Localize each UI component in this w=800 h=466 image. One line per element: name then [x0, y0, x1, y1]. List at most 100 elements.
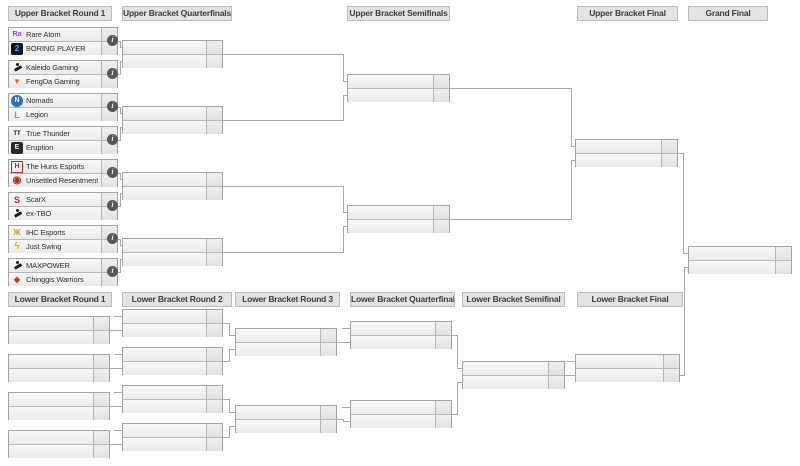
empty-team-row — [9, 393, 109, 407]
team-name-link[interactable]: Chinggis Warriors — [26, 275, 84, 284]
connector-line — [120, 61, 121, 75]
round-header-lb_sf: Lower Bracket Semifinal — [462, 292, 565, 307]
drop-stub-line — [567, 361, 575, 362]
team-name-link[interactable]: FengDa Gaming — [26, 77, 80, 86]
team-name-link[interactable]: BORING PLAYER — [26, 44, 86, 53]
drop-stub-line — [342, 328, 350, 329]
connector-line — [223, 54, 343, 55]
connector-line — [229, 323, 230, 336]
drop-stub-line — [114, 316, 122, 317]
connector-line — [223, 252, 343, 253]
team-row: Ж IHC Esports — [9, 226, 117, 240]
connector-line — [223, 437, 229, 438]
connector-line — [223, 120, 343, 121]
score-cell — [93, 355, 109, 368]
lb_r1-match-1 — [8, 316, 110, 344]
connector-line — [683, 253, 688, 254]
empty-team-row — [576, 140, 677, 154]
team-name-link[interactable]: Nomads — [26, 96, 54, 105]
score-cell — [775, 247, 791, 260]
team-name-link[interactable]: MAXPOWER — [26, 261, 70, 270]
team-name-link[interactable]: True Thunder — [26, 129, 70, 138]
empty-team-row — [123, 400, 222, 413]
match-info-icon[interactable]: i — [107, 134, 118, 145]
connector-line — [118, 272, 120, 273]
match-info-icon[interactable]: i — [107, 200, 118, 211]
connector-line — [343, 54, 344, 82]
connector-line — [343, 226, 344, 253]
match-info-icon[interactable]: i — [107, 35, 118, 46]
ub_qf-match-1 — [122, 40, 223, 68]
lb_r2-match-4 — [122, 423, 223, 451]
team-name-link[interactable]: IHC Esports — [26, 228, 66, 237]
kaleido-gaming-logo — [11, 62, 23, 74]
connector-line — [229, 399, 230, 413]
match-info-icon[interactable]: i — [107, 233, 118, 244]
legion-logo: L — [14, 109, 20, 120]
score-cell — [93, 393, 109, 406]
ub_qf-match-3 — [122, 172, 223, 200]
connector-line — [118, 107, 120, 108]
empty-team-row — [123, 239, 222, 253]
lb_r1-match-3 — [8, 392, 110, 420]
score-cell — [320, 343, 336, 356]
connector-line — [683, 153, 684, 254]
team-name-link[interactable]: ScarX — [26, 195, 46, 204]
match-info-icon[interactable]: i — [107, 266, 118, 277]
connector-line — [118, 206, 120, 207]
drop-stub-line — [114, 392, 122, 393]
ub_r1-match-2: Kaleido Gaming▼FengDa Gaming — [8, 60, 118, 88]
team-name-link[interactable]: Kaleido Gaming — [26, 63, 78, 72]
team-row: ◉ Unsettled Resentment — [9, 174, 117, 187]
score-cell — [93, 445, 109, 458]
connector-line — [120, 193, 122, 194]
connector-line — [678, 153, 683, 154]
score-cell — [206, 173, 222, 186]
empty-team-row — [123, 386, 222, 400]
score-cell — [93, 407, 109, 420]
ub_r1-match-8: MAXPOWER ◆ Chinggis Warriors — [8, 258, 118, 286]
round-header-lb_r1: Lower Bracket Round 1 — [8, 292, 112, 307]
ex-tbo-logo — [11, 208, 23, 220]
empty-team-row — [123, 424, 222, 438]
ihc-esports-logo: Ж — [13, 227, 21, 237]
round-header-ub_sf: Upper Bracket Semifinals — [347, 6, 450, 21]
chinggis-warriors-logo: ◆ — [13, 274, 21, 284]
team-name-link[interactable]: Unsettled Resentment — [26, 176, 98, 185]
connector-line — [110, 444, 116, 445]
empty-team-row — [123, 121, 222, 134]
empty-team-row — [348, 206, 449, 220]
match-info-icon[interactable]: i — [107, 101, 118, 112]
ub_f-match-1 — [575, 139, 678, 167]
connector-line — [457, 335, 458, 369]
score-cell — [206, 400, 222, 413]
team-name-link[interactable]: Rare Atom — [26, 30, 61, 39]
connector-line — [223, 186, 343, 187]
team-name-link[interactable]: The Huns Esports — [26, 162, 85, 171]
empty-team-row — [236, 406, 336, 420]
round-header-ub_r1: Upper Bracket Round 1 — [8, 6, 112, 21]
ub_qf-match-4 — [122, 238, 223, 266]
lb_r2-match-3 — [122, 385, 223, 413]
empty-team-row — [236, 343, 336, 356]
round-header-lb_f: Lower Bracket Final — [577, 292, 683, 307]
rare-atom-logo: Ra — [12, 30, 22, 38]
match-info-icon[interactable]: i — [107, 68, 118, 79]
empty-team-row — [123, 438, 222, 451]
team-name-link[interactable]: ex-TBO — [26, 209, 52, 218]
empty-team-row — [123, 310, 222, 324]
connector-line — [120, 239, 121, 246]
team-name-link[interactable]: Legion — [26, 110, 48, 119]
boring-player-logo: 2 — [11, 42, 23, 55]
unsettled-resentment-logo: ◉ — [12, 174, 22, 186]
connector-line — [229, 426, 230, 438]
team-name-link[interactable]: Eruption — [26, 143, 54, 152]
team-name-link[interactable]: Just Swing — [26, 242, 62, 251]
connector-line — [452, 335, 457, 336]
match-info-icon[interactable]: i — [107, 167, 118, 178]
empty-team-row — [123, 173, 222, 187]
score-cell — [661, 140, 677, 153]
